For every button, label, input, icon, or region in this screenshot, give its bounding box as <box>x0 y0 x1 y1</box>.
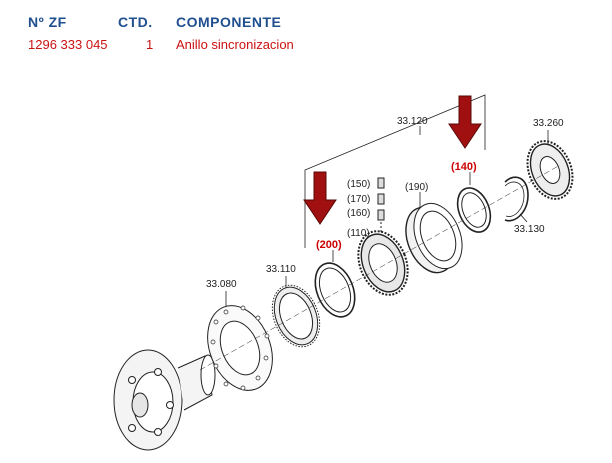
row-part-number: 1296 333 045 <box>28 37 108 52</box>
sync-ring-140 <box>456 187 492 233</box>
label-170: (170) <box>347 194 370 205</box>
label-33120: 33.120 <box>397 116 428 127</box>
header-part-number: Nº ZF <box>28 14 67 30</box>
toothed-ring-33110 <box>271 284 321 348</box>
output-flange <box>113 349 216 451</box>
label-33130: 33.130 <box>514 224 545 235</box>
detent-parts <box>377 177 385 245</box>
label-150: (150) <box>347 179 370 190</box>
label-110: (110) <box>347 228 370 239</box>
header-component: COMPONENTE <box>176 14 282 30</box>
header-quantity: CTD. <box>118 14 153 30</box>
sliding-sleeve-190 <box>405 202 463 274</box>
thrust-disc-33080 <box>207 305 273 391</box>
label-160: (160) <box>347 208 370 219</box>
highlight-arrow-200 <box>303 171 337 225</box>
row-quantity: 1 <box>146 37 154 52</box>
synchro-hub-110 <box>357 230 409 296</box>
label-33260: 33.260 <box>533 118 564 129</box>
label-140: (140) <box>451 161 477 173</box>
snap-ring-33130 <box>504 176 529 222</box>
label-190: (190) <box>405 182 428 193</box>
sync-ring-200 <box>314 262 356 318</box>
label-33110: 33.110 <box>266 264 296 275</box>
label-200: (200) <box>316 239 342 251</box>
label-33080: 33.080 <box>206 279 237 290</box>
highlight-arrow-140 <box>448 95 482 149</box>
gear-33260 <box>526 140 574 200</box>
row-component: Anillo sincronizacion <box>176 37 294 52</box>
